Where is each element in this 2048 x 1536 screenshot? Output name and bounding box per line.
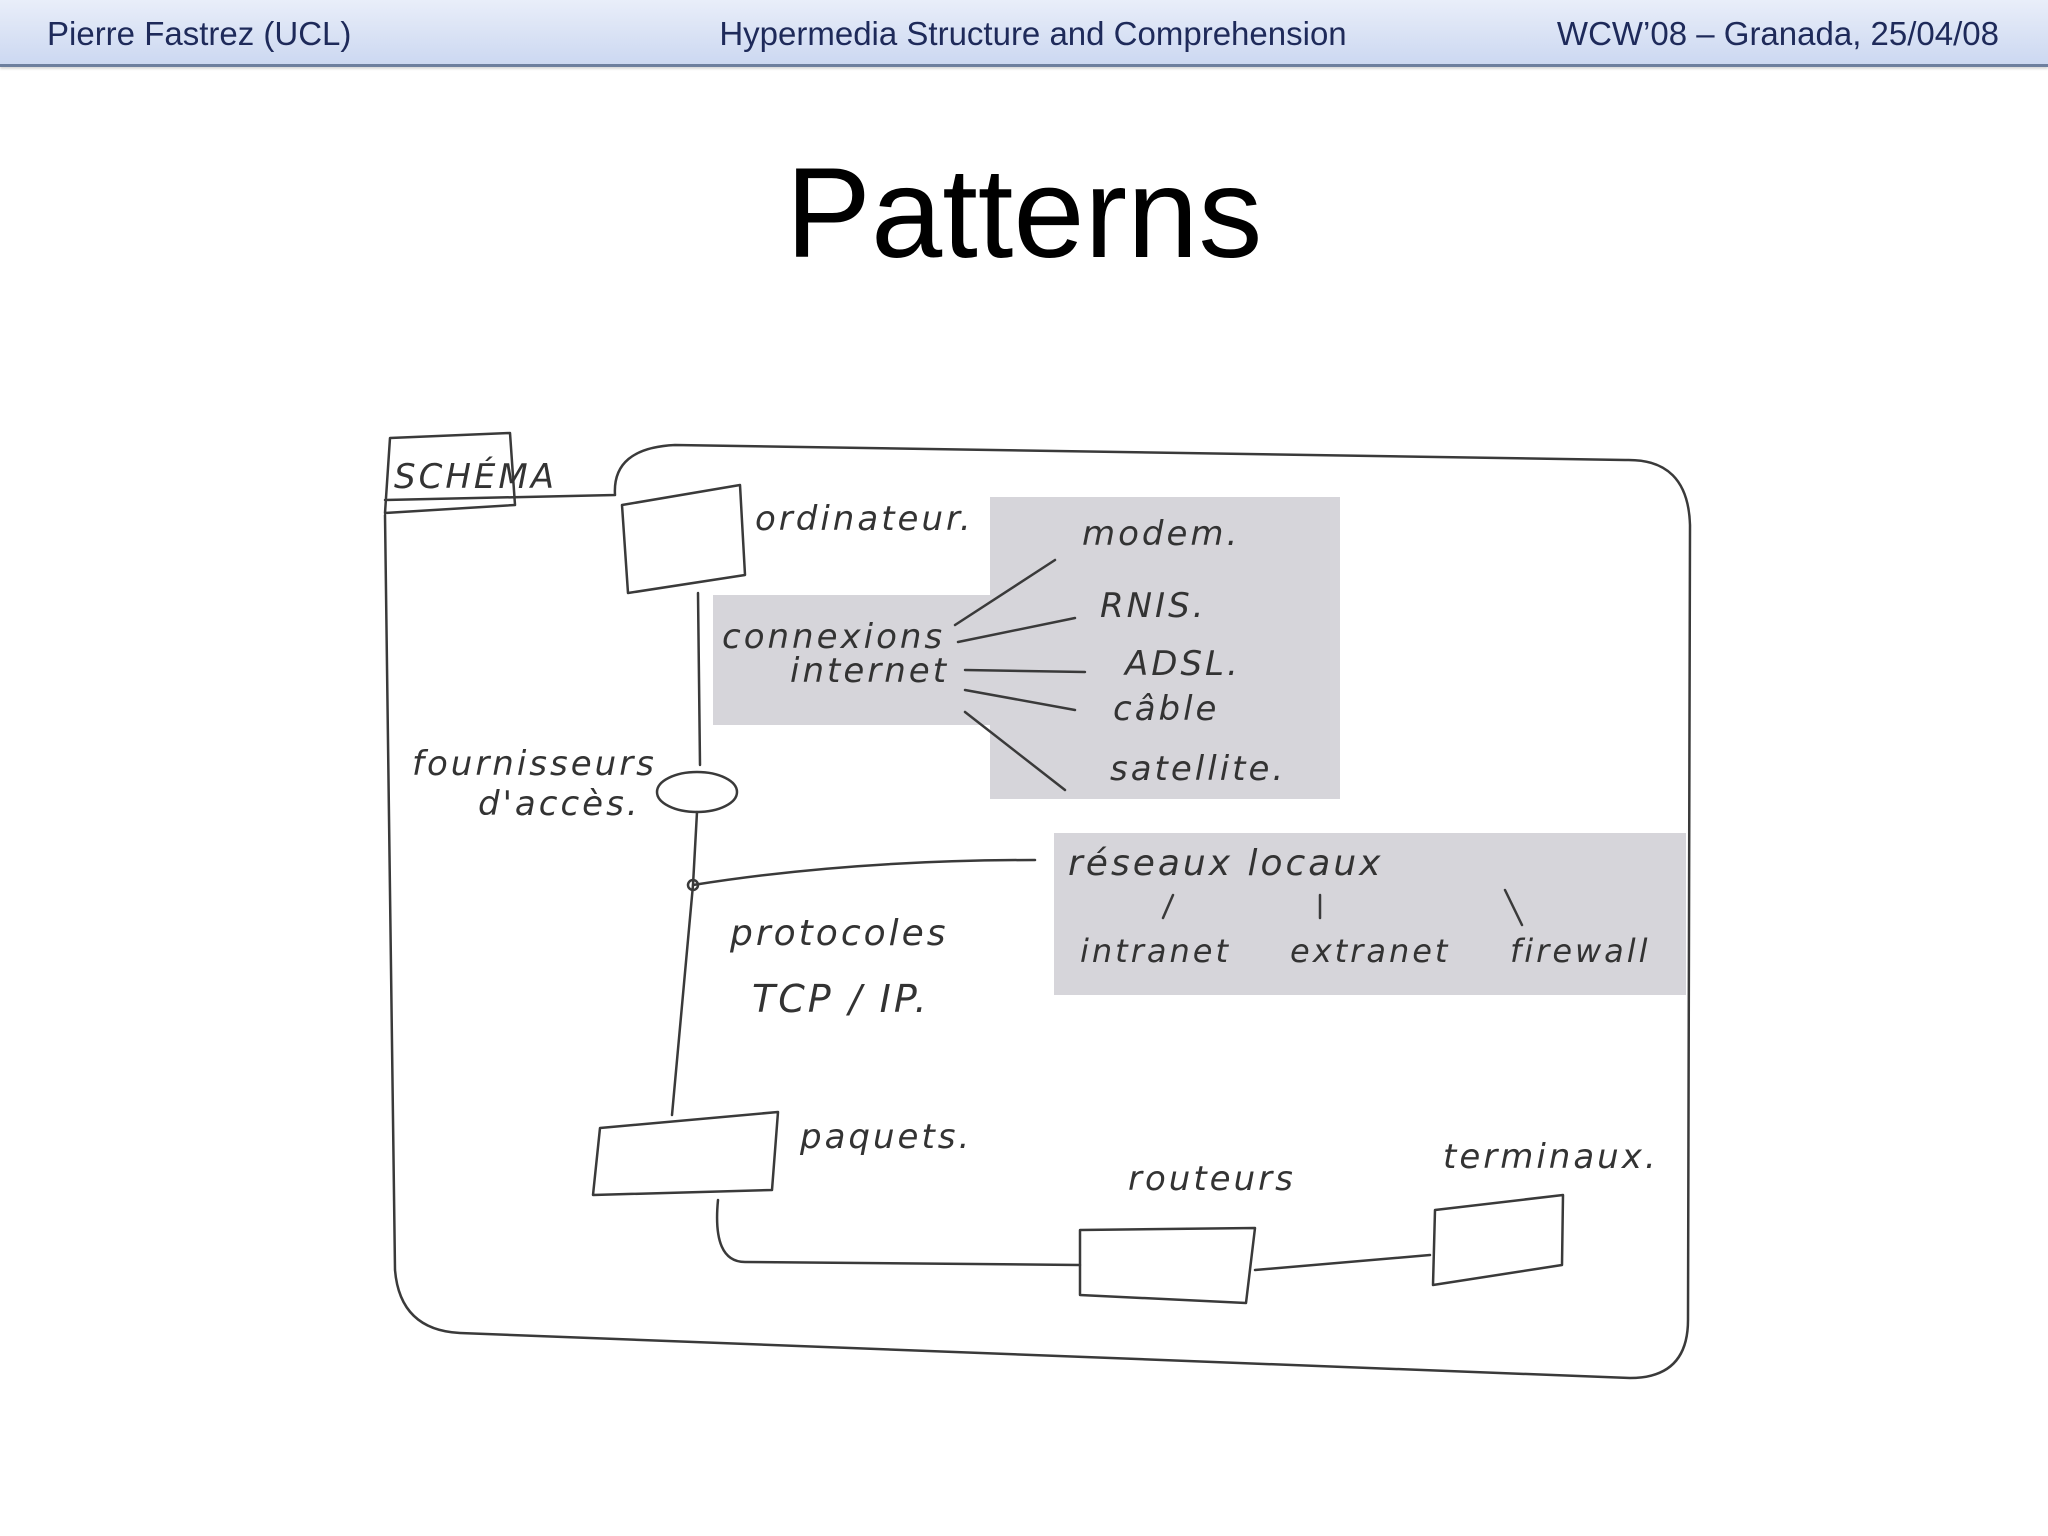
paquets-box <box>591 1110 780 1197</box>
branch-adsl <box>963 668 1087 674</box>
connexions-highlight <box>990 497 1340 799</box>
schema-label: SCHÉMA <box>394 456 557 497</box>
link-oval-protocoles <box>670 810 699 1117</box>
reseaux-highlight <box>1054 833 1686 995</box>
terminaux-box <box>1431 1193 1565 1287</box>
header-venue-date: WCW’08 – Granada, 25/04/08 <box>1556 15 1999 52</box>
ordinateur-box <box>620 483 747 595</box>
outer-frame <box>383 443 1692 1380</box>
schema-box <box>383 431 517 515</box>
reseaux-label: réseaux locaux <box>1068 843 1383 884</box>
connexions-label-line1: connexions <box>722 617 945 657</box>
header-author: Pierre Fastrez (UCL) <box>47 15 352 52</box>
slide-header: Pierre Fastrez (UCL) Hypermedia Structur… <box>0 0 2048 67</box>
fournisseurs-label-line1: fournisseurs <box>412 744 657 784</box>
header-talk-title: Hypermedia Structure and Comprehension <box>719 15 1347 52</box>
extranet-label: extranet <box>1290 932 1450 970</box>
rnis-label: RNIS. <box>1100 586 1206 626</box>
protocoles-label: protocoles <box>729 913 949 954</box>
branch-rnis <box>956 616 1077 644</box>
intranet-label: intranet <box>1080 932 1231 970</box>
satellite-label: satellite. <box>1110 749 1286 789</box>
terminaux-label: terminaux. <box>1443 1137 1659 1177</box>
branch-cable <box>963 688 1077 712</box>
connexions-highlight-left <box>713 595 993 725</box>
link-reseaux <box>691 858 1037 887</box>
slide-title: Patterns <box>785 142 1263 285</box>
ordinateur-label: ordinateur. <box>755 499 974 539</box>
routeurs-label: routeurs <box>1128 1159 1296 1199</box>
adsl-label: ADSL. <box>1123 644 1241 684</box>
paquets-label: paquets. <box>799 1117 972 1157</box>
branch-modem <box>953 558 1057 627</box>
tcpip-label: TCP / IP. <box>752 977 930 1021</box>
cable-label: câble <box>1113 689 1219 729</box>
routeurs-box <box>1078 1226 1257 1305</box>
link-routeurs-terminaux <box>1253 1253 1432 1272</box>
connexions-label-line2: internet <box>790 651 949 691</box>
branch-intranet <box>1161 893 1175 920</box>
link-paquets-routeurs <box>715 1198 1082 1267</box>
branch-firewall <box>1503 888 1524 927</box>
link-ordinateur-fournisseurs <box>696 591 702 767</box>
firewall-label: firewall <box>1510 932 1651 970</box>
fournisseurs-oval <box>655 770 739 814</box>
branch-satellite <box>963 710 1067 792</box>
fournisseurs-label-line2: d'accès. <box>478 784 641 824</box>
modem-label: modem. <box>1082 514 1240 554</box>
